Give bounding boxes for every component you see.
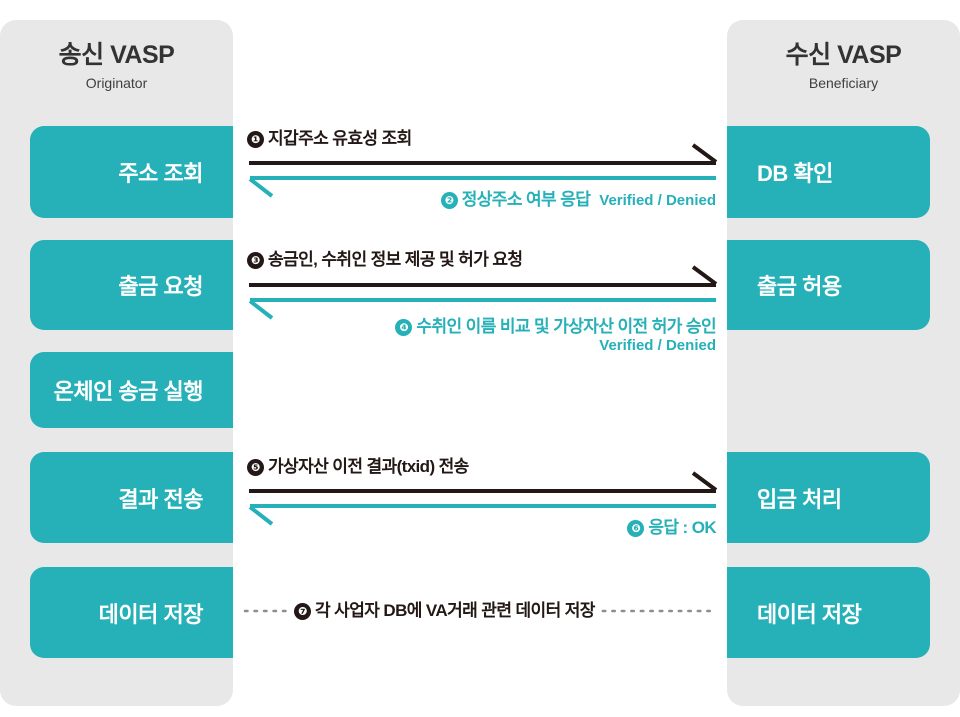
originator-title-ko: 송신 VASP	[58, 41, 175, 69]
step-badge-7: ❼	[294, 603, 311, 620]
step-badge-5: ❺	[247, 459, 264, 476]
step-badge-4: ❹	[395, 319, 413, 336]
originator-stage-address-lookup[interactable]: 주소 조회	[30, 126, 233, 218]
message-2-suffix: Verified / Denied	[599, 192, 716, 209]
beneficiary-stage-deposit-process[interactable]: 입금 처리	[727, 452, 930, 543]
beneficiary-stage-withdrawal-allow[interactable]: 출금 허용	[727, 240, 930, 330]
message-5-text: 가상자산 이전 결과(txid) 전송	[268, 457, 469, 476]
originator-stage-data-store[interactable]: 데이터 저장	[30, 567, 233, 658]
originator-stage-withdrawal-request[interactable]: 출금 요청	[30, 240, 233, 330]
step-badge-1: ❶	[247, 131, 264, 148]
message-4-text: 수취인 이름 비교 및 가상자산 이전 허가 승인	[416, 317, 716, 336]
step-badge-2: ❷	[440, 192, 458, 209]
message-4-suffix: Verified / Denied	[599, 337, 716, 355]
beneficiary-stage-data-store[interactable]: 데이터 저장	[727, 567, 930, 658]
message-2-text: 정상주소 여부 응답	[461, 190, 591, 209]
originator-panel-header: 송신 VASP Originator	[0, 41, 233, 91]
originator-title-en: Originator	[85, 74, 148, 91]
step-badge-3: ❸	[247, 252, 264, 269]
originator-stage-onchain-transfer[interactable]: 온체인 송금 실행	[30, 352, 233, 428]
beneficiary-stage-db-check[interactable]: DB 확인	[727, 126, 930, 218]
message-7-text: 각 사업자 DB에 VA거래 관련 데이터 저장	[315, 601, 595, 620]
message-1-text: 지갑주소 유효성 조회	[268, 129, 412, 148]
beneficiary-title-en: Beneficiary	[808, 74, 879, 91]
originator-stage-result-send[interactable]: 결과 전송	[30, 452, 233, 543]
beneficiary-title-ko: 수신 VASP	[785, 41, 902, 69]
beneficiary-panel-header: 수신 VASP Beneficiary	[727, 41, 960, 91]
step-badge-6: ❻	[627, 520, 645, 537]
message-3-text: 송금인, 수취인 정보 제공 및 허가 요청	[268, 250, 523, 269]
message-6-text: 응답 : OK	[648, 518, 716, 537]
